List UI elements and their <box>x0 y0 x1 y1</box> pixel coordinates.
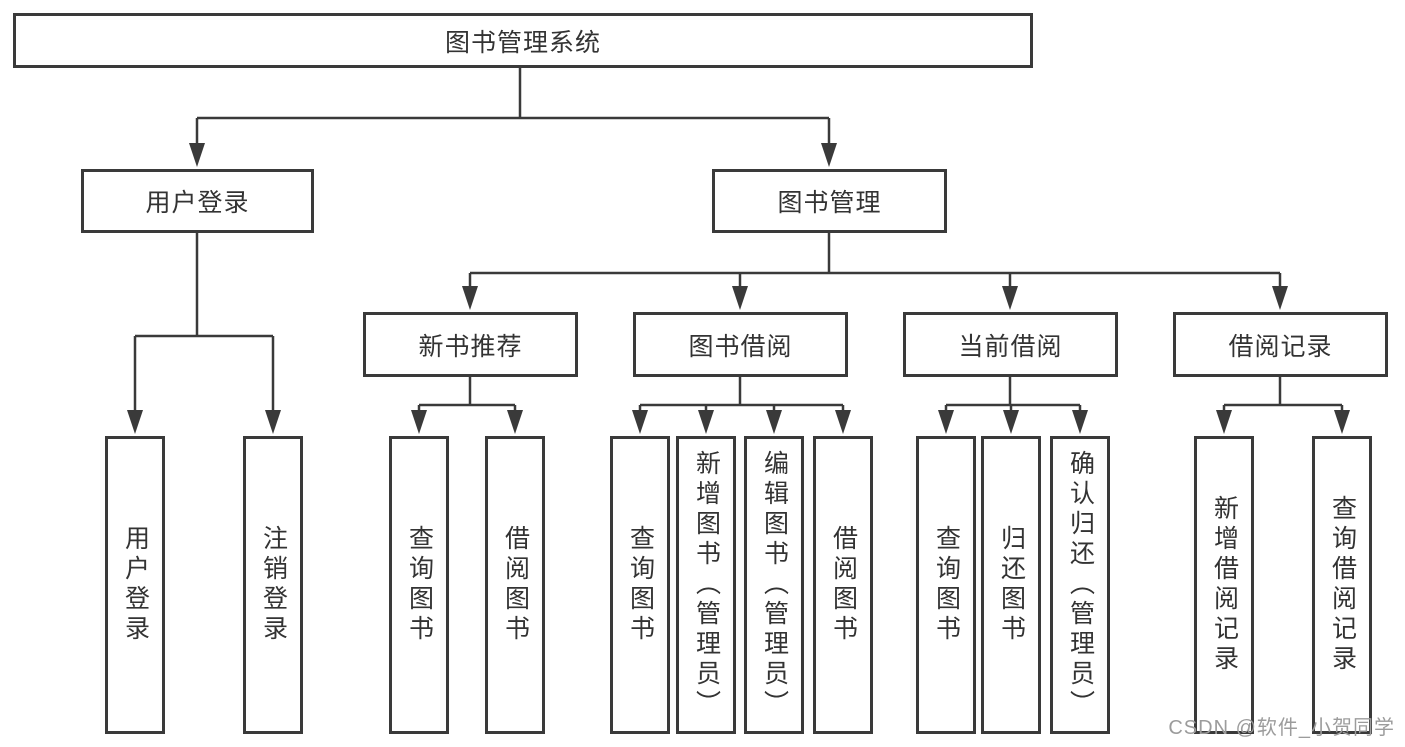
arrow-down-icon <box>835 410 851 434</box>
leaf-user-login: 用户登录 <box>105 436 165 734</box>
arrow-down-icon <box>1072 410 1088 434</box>
node-borrowing-records-label: 借阅记录 <box>1228 332 1333 361</box>
connector-edges <box>133 68 1344 420</box>
arrow-down-icon <box>1002 286 1018 310</box>
arrow-down-icon <box>938 410 954 434</box>
arrow-down-icon <box>265 410 281 434</box>
leaf-logout: 注销登录 <box>243 436 303 734</box>
leaf-br-query-record-label: 查询借阅记录 <box>1328 495 1357 675</box>
edge-userlogin-to-leaves <box>133 233 275 420</box>
edge-records-to-leaves <box>1222 377 1344 420</box>
leaf-nb-query-books-label: 查询图书 <box>405 525 434 645</box>
arrow-down-icon <box>189 143 205 167</box>
arrow-down-icon <box>732 286 748 310</box>
node-new-book-recommend: 新书推荐 <box>363 312 578 377</box>
leaf-cb-query-books: 查询图书 <box>916 436 976 734</box>
node-book-borrowing-label: 图书借阅 <box>688 332 793 361</box>
leaf-cb-query-books-label: 查询图书 <box>932 525 961 645</box>
leaf-user-login-label: 用户登录 <box>121 525 150 645</box>
leaf-cb-confirm-return: 确认归还（管理员） <box>1050 436 1110 734</box>
leaf-bb-add-books: 新增图书（管理员） <box>676 436 736 734</box>
arrow-down-icon <box>1003 410 1019 434</box>
arrow-down-icon <box>1334 410 1350 434</box>
arrow-down-icon <box>462 286 478 310</box>
edge-root-to-level2 <box>195 68 831 160</box>
arrowheads <box>127 143 1350 434</box>
node-current-borrowing-label: 当前借阅 <box>958 332 1063 361</box>
leaf-bb-add-books-label: 新增图书（管理员） <box>692 450 721 720</box>
leaf-logout-label: 注销登录 <box>259 525 288 645</box>
leaf-bb-borrow-books: 借阅图书 <box>813 436 873 734</box>
leaf-br-add-record: 新增借阅记录 <box>1194 436 1254 734</box>
node-new-book-recommend-label: 新书推荐 <box>418 332 523 361</box>
leaf-nb-query-books: 查询图书 <box>389 436 449 734</box>
leaf-cb-return-books: 归还图书 <box>981 436 1041 734</box>
node-user-login-label: 用户登录 <box>145 189 250 217</box>
leaf-nb-borrow-books: 借阅图书 <box>485 436 545 734</box>
leaf-nb-borrow-books-label: 借阅图书 <box>501 525 530 645</box>
arrow-down-icon <box>1216 410 1232 434</box>
leaf-bb-edit-books-label: 编辑图书（管理员） <box>760 450 789 720</box>
edge-newbooks-to-leaves <box>417 377 517 420</box>
arrow-down-icon <box>821 143 837 167</box>
leaf-br-query-record: 查询借阅记录 <box>1312 436 1372 734</box>
leaf-bb-borrow-books-label: 借阅图书 <box>829 525 858 645</box>
node-current-borrowing: 当前借阅 <box>903 312 1118 377</box>
node-book-management: 图书管理 <box>712 169 947 233</box>
leaf-cb-return-books-label: 归还图书 <box>997 525 1026 645</box>
node-book-borrowing: 图书借阅 <box>633 312 848 377</box>
leaf-bb-query-books-label: 查询图书 <box>626 525 655 645</box>
arrow-down-icon <box>127 410 143 434</box>
node-root: 图书管理系统 <box>13 13 1033 68</box>
node-borrowing-records: 借阅记录 <box>1173 312 1388 377</box>
edge-bookmgmt-to-level3 <box>468 233 1282 292</box>
node-book-management-label: 图书管理 <box>777 189 882 217</box>
node-root-label: 图书管理系统 <box>444 28 601 57</box>
edge-bookborrow-to-leaves <box>638 377 845 420</box>
arrow-down-icon <box>507 410 523 434</box>
arrow-down-icon <box>766 410 782 434</box>
arrow-down-icon <box>1272 286 1288 310</box>
leaf-bb-query-books: 查询图书 <box>610 436 670 734</box>
arrow-down-icon <box>698 410 714 434</box>
leaf-br-add-record-label: 新增借阅记录 <box>1210 495 1239 675</box>
csdn-watermark: CSDN @软件_小贺同学 <box>1168 717 1395 739</box>
leaf-cb-confirm-return-label: 确认归还（管理员） <box>1066 450 1095 720</box>
node-user-login: 用户登录 <box>81 169 314 233</box>
leaf-bb-edit-books: 编辑图书（管理员） <box>744 436 804 734</box>
arrow-down-icon <box>632 410 648 434</box>
arrow-down-icon <box>411 410 427 434</box>
